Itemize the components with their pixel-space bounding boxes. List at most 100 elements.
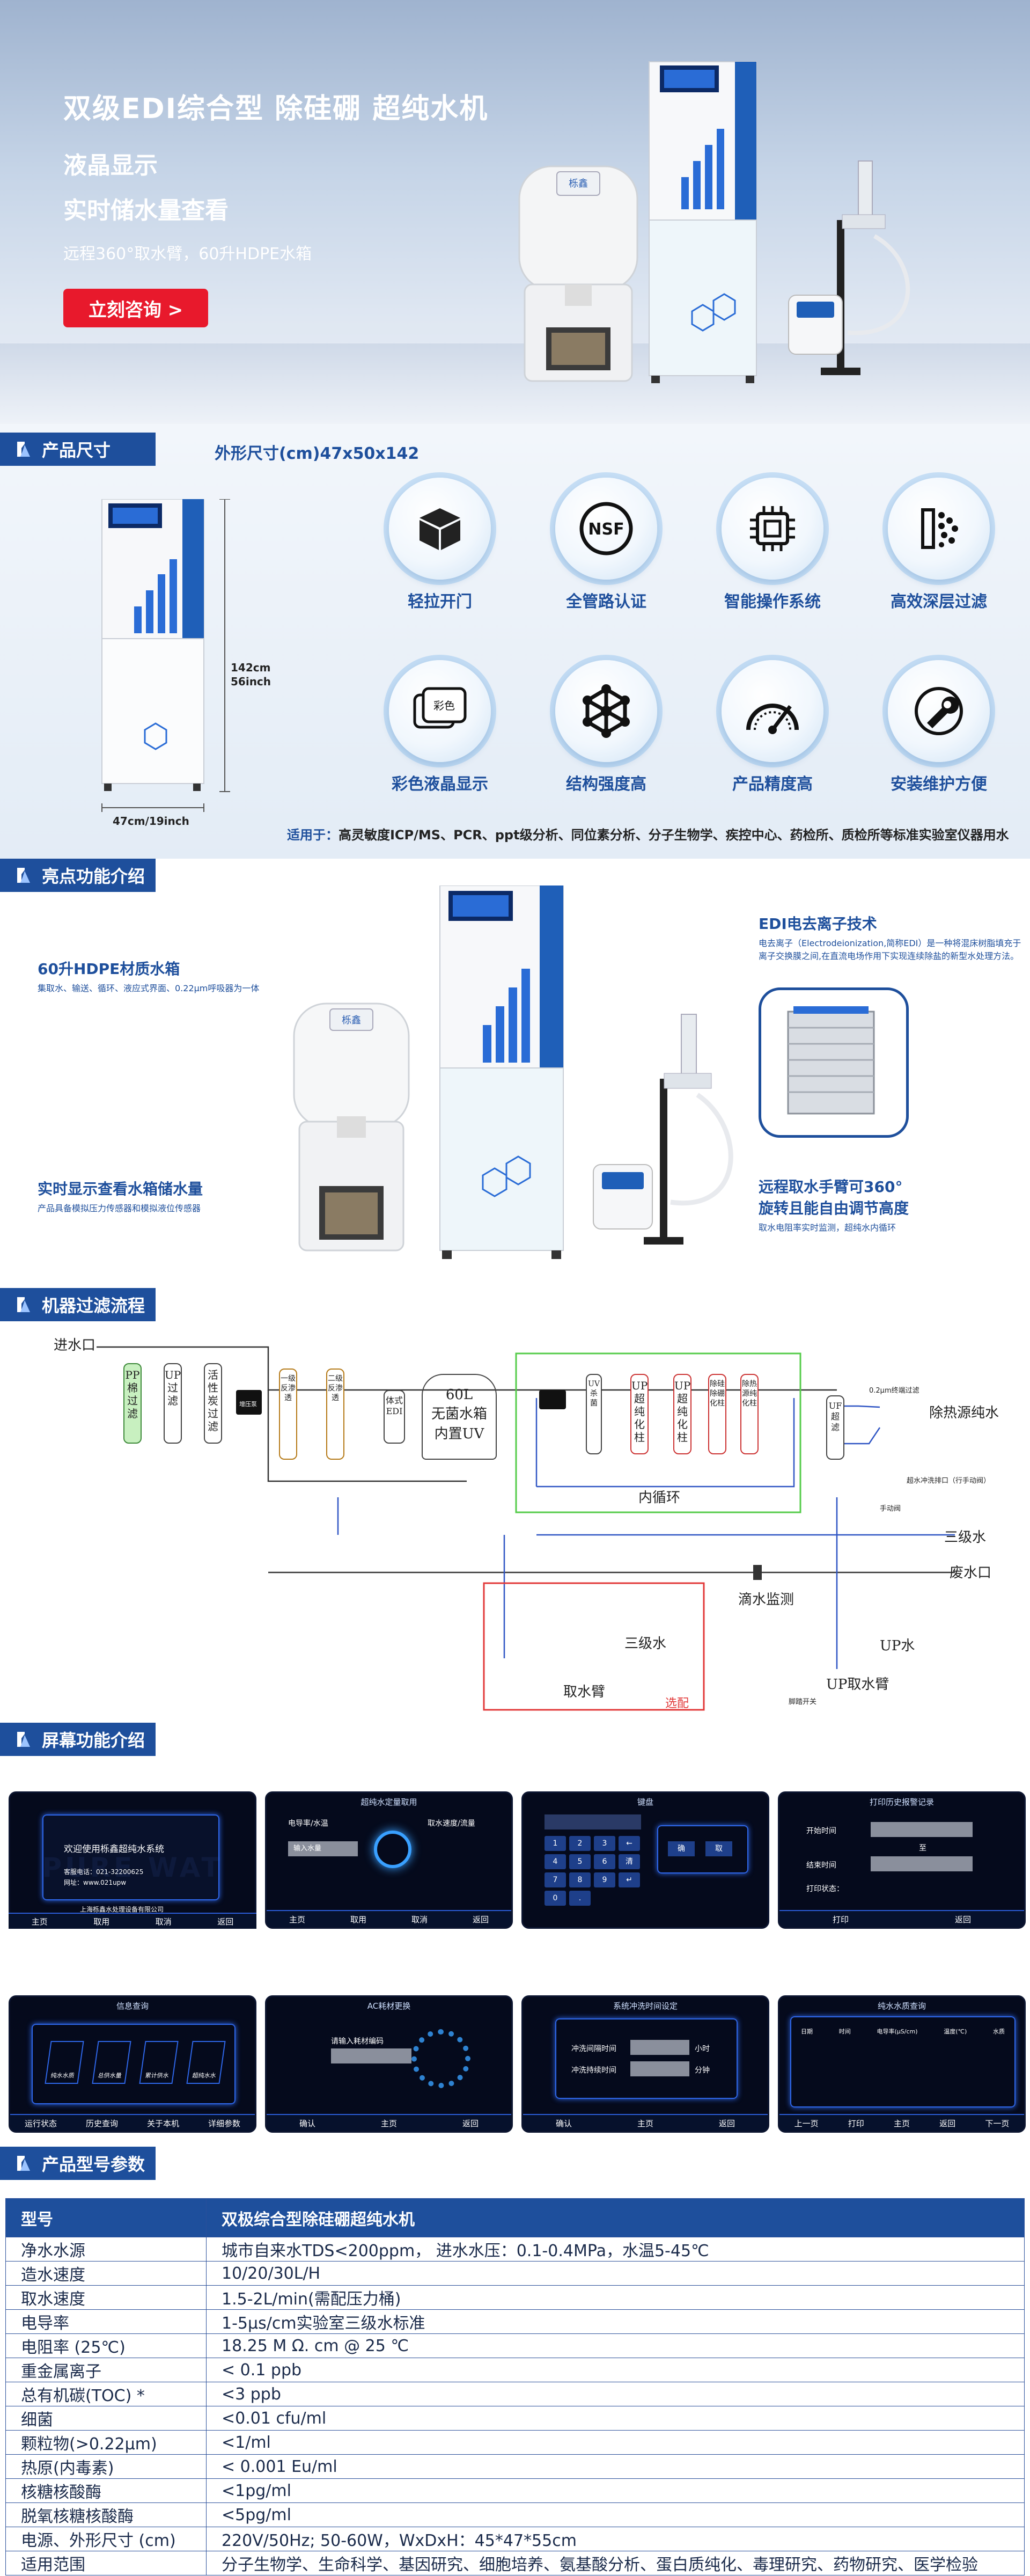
screen-dispense: 超纯水定量取用 电导率/水温 取水速度/流量 输入水量 主页取用取消返回 xyxy=(265,1791,513,1929)
feature-maintenance: 安装维护方便 xyxy=(869,660,1009,794)
flush-interval-field[interactable] xyxy=(630,2040,689,2055)
section-header-highlight: 亮点功能介绍 xyxy=(0,859,156,892)
keypad-key[interactable]: 清 xyxy=(619,1854,640,1869)
keypad-key[interactable]: 6 xyxy=(594,1854,615,1869)
waste-label: 废水口 xyxy=(950,1565,992,1581)
spec-key: 重金属离子 xyxy=(5,2358,207,2382)
keypad-key[interactable]: 1 xyxy=(545,1836,566,1851)
flask-icon xyxy=(17,868,30,883)
column-header: 水质 xyxy=(992,2028,1005,2035)
up-filter: UP过滤 xyxy=(164,1363,182,1444)
water-tank-image: 栎鑫 xyxy=(518,165,638,382)
keypad-key[interactable]: 2 xyxy=(569,1836,591,1851)
bottom-bar: 打印返回 xyxy=(779,1910,1024,1927)
flush-duration-label: 冲洗持续时间 xyxy=(571,2066,616,2075)
flush-panel xyxy=(555,2018,738,2099)
spec-key: 脱氧核糖核酸酶 xyxy=(5,2502,207,2527)
keypad-key[interactable]: 9 xyxy=(594,1872,615,1887)
spec-value: 城市自来水TDS<200ppm， 进水水压：0.1-0.4MPa，水温5-45℃ xyxy=(206,2237,1025,2262)
screen-title: 键盘 xyxy=(637,1797,653,1807)
gauge-icon xyxy=(746,704,799,734)
consumable-code-field[interactable] xyxy=(331,2048,411,2063)
power-ring-icon[interactable] xyxy=(374,1831,411,1868)
welcome-text: 欢迎使用栎鑫超纯水系统 xyxy=(64,1844,164,1855)
keypad-key[interactable]: 8 xyxy=(569,1872,591,1887)
feature-smart-os: 智能操作系统 xyxy=(703,478,842,612)
feature-nsf: NSF 全管路认证 xyxy=(536,478,676,612)
tab-conductivity[interactable]: 电导率/水温 xyxy=(288,1819,328,1828)
company-text: 上海栎鑫水处理设备有限公司 xyxy=(80,1906,164,1913)
flush-duration-field[interactable] xyxy=(630,2061,689,2076)
spec-key: 电源、外形尺寸 (cm) xyxy=(5,2527,207,2551)
spec-value: <5pg/ml xyxy=(206,2502,1025,2527)
spec-key: 电导率 xyxy=(5,2309,207,2334)
info-tile[interactable]: 总供水量 xyxy=(92,2041,131,2084)
spec-key: 热原(内毒素) xyxy=(5,2454,207,2479)
arm-level3-label: 三级水 xyxy=(624,1636,667,1652)
spec-value: 1-5μs/cm实验室三级水标准 xyxy=(206,2309,1025,2334)
spec-key: 取水速度 xyxy=(5,2285,207,2310)
keypad-key[interactable]: ↵ xyxy=(619,1872,640,1887)
svg-text:彩色: 彩色 xyxy=(433,699,455,712)
hero-floor xyxy=(0,343,1030,424)
inlet-label: 进水口 xyxy=(54,1337,96,1353)
section-title: 屏幕功能介绍 xyxy=(42,1730,145,1751)
keypad-key[interactable]: 7 xyxy=(545,1872,566,1887)
screens-section: 屏幕功能介绍 PURE WAT 欢迎使用栎鑫超纯水系统 客服电话：021-322… xyxy=(0,1723,1030,2147)
start-time-field[interactable] xyxy=(871,1822,973,1837)
uf-filter: UF超滤 xyxy=(826,1395,844,1460)
section-title: 产品尺寸 xyxy=(42,440,111,460)
arm-feature-title-1: 远程取水手臂可360° xyxy=(759,1178,903,1196)
filter-dots-icon xyxy=(921,508,958,549)
keypad-key[interactable]: 3 xyxy=(594,1836,615,1851)
bottom-bar: 运行状态历史查询关于本机详细参数 xyxy=(10,2114,255,2131)
up-water-label: UP水 xyxy=(880,1638,915,1654)
screen-flush-settings: 系统冲洗时间设定 冲洗间隔时间 小时 冲洗持续时间 分钟 确认主页返回 xyxy=(521,1995,769,2133)
volume-input[interactable]: 输入水量 xyxy=(288,1841,358,1856)
screen-title: 信息查询 xyxy=(116,2001,149,2011)
uv-lamp xyxy=(539,1390,566,1409)
chip-icon xyxy=(750,506,795,551)
bottom-bar: 主页取用取消返回 xyxy=(267,1910,511,1927)
flask-icon xyxy=(17,442,30,457)
feature-label: 产品精度高 xyxy=(732,775,813,794)
column-header: 电导率(μS/cm) xyxy=(877,2028,918,2035)
keypad-key[interactable]: 5 xyxy=(569,1854,591,1869)
main-unit-image xyxy=(649,61,757,383)
highlight-tank-image: 栎鑫 xyxy=(293,1002,410,1252)
screen-title: 超纯水定量取用 xyxy=(360,1797,417,1807)
spec-row: 型号双极综合型除硅硼超纯水机 xyxy=(5,2198,1025,2237)
section-header-spec: 产品型号参数 xyxy=(0,2147,156,2180)
keypad-key[interactable]: ← xyxy=(619,1836,640,1851)
spec-row: 重金属离子< 0.1 ppb xyxy=(5,2358,1025,2382)
spec-value: <3 ppb xyxy=(206,2382,1025,2406)
width-dimension-line xyxy=(101,803,204,812)
spec-key: 型号 xyxy=(5,2198,207,2237)
flask-icon xyxy=(17,2156,30,2171)
spec-key: 细菌 xyxy=(5,2406,207,2431)
end-time-field[interactable] xyxy=(871,1856,973,1871)
width-label: 47cm/19inch xyxy=(113,815,189,828)
flask-icon xyxy=(17,1732,30,1747)
cancel-key[interactable]: 取 xyxy=(705,1841,732,1856)
keypad-key[interactable]: 0 xyxy=(545,1891,566,1906)
info-tile[interactable]: 累计供水 xyxy=(139,2041,179,2084)
tab-flow[interactable]: 取水速度/流量 xyxy=(428,1819,475,1828)
confirm-dialog xyxy=(657,1825,748,1874)
up-arm-label: UP取水臂 xyxy=(826,1677,889,1693)
dispensing-arm-image xyxy=(788,160,910,375)
svg-text:栎鑫: 栎鑫 xyxy=(569,178,588,189)
consult-button[interactable]: 立刻咨询 > xyxy=(63,289,208,327)
info-tile[interactable]: 纯水水质 xyxy=(45,2041,84,2084)
spec-value: 1.5-2L/min(需配压力桶) xyxy=(206,2285,1025,2310)
info-tile[interactable]: 超纯水水 xyxy=(186,2041,226,2084)
ok-key[interactable]: 确 xyxy=(668,1841,695,1856)
keypad-key[interactable]: . xyxy=(569,1891,591,1906)
arm-feature-title-2: 旋转且能自由调节高度 xyxy=(759,1199,909,1217)
bottom-bar: 上一页打印主页返回下一页 xyxy=(779,2114,1024,2131)
flow-diagram-lines xyxy=(97,1346,955,1711)
uv-sterilizer: UV杀菌 xyxy=(586,1374,602,1454)
keypad-key[interactable]: 4 xyxy=(545,1854,566,1869)
column-header: 日期 xyxy=(801,2028,813,2035)
